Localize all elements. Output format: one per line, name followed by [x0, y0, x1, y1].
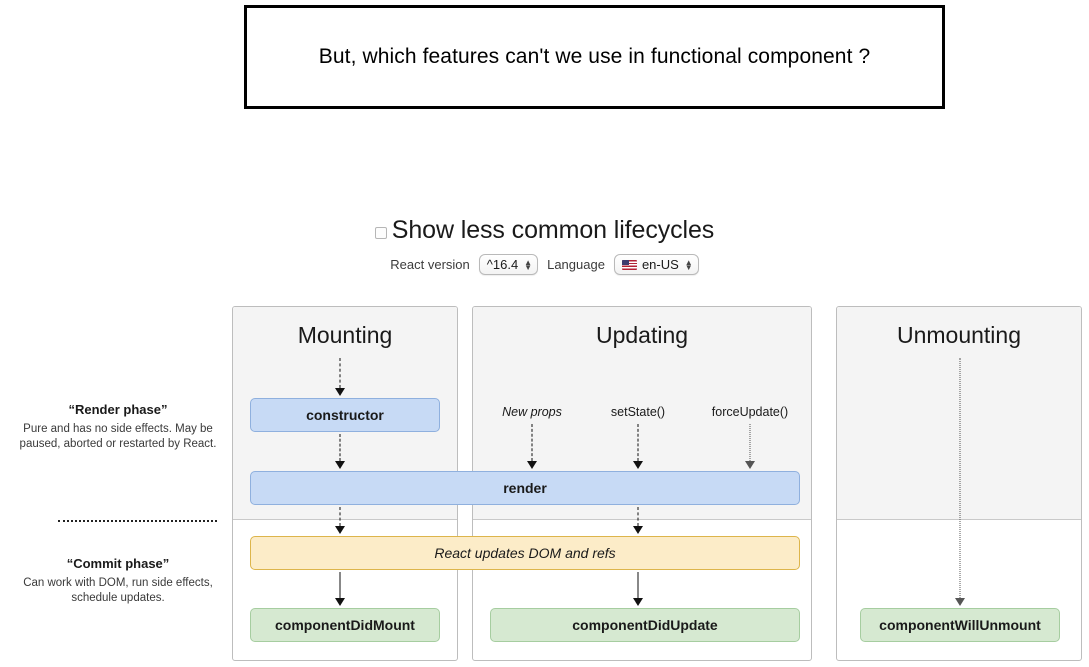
column-title-mounting: Mounting — [297, 322, 393, 348]
react-version-label: React version — [390, 257, 470, 272]
render-phase-description: Pure and has no side effects. May be pau… — [19, 423, 217, 450]
phase-divider — [58, 520, 217, 522]
column-title-updating: Updating — [595, 322, 689, 348]
show-less-common-checkbox[interactable] — [374, 226, 387, 239]
language-select[interactable]: en-US ▲▼ — [613, 254, 699, 275]
commit-phase-legend: “Commit phase” Can work with DOM, run si… — [18, 556, 218, 606]
stepper-icon: ▲▼ — [684, 257, 693, 272]
lifecycle-box-component-did-mount[interactable]: componentDidMount — [250, 608, 440, 642]
lifecycle-box-constructor[interactable]: constructor — [250, 398, 440, 432]
trigger-label-new-props: New props — [502, 405, 562, 419]
show-less-common-label: Show less common lifecycles — [391, 216, 715, 244]
select-row: React version ^16.4 ▲▼ Language en-US ▲▼ — [0, 254, 1089, 275]
lifecycle-box-react-updates-dom: React updates DOM and refs — [250, 536, 800, 570]
render-phase-legend: “Render phase” Pure and has no side effe… — [18, 402, 218, 452]
us-flag-icon — [621, 259, 637, 270]
diagram-controls: Show less common lifecycles React versio… — [0, 216, 1089, 275]
commit-phase-title: “Commit phase” — [66, 556, 170, 571]
react-version-value: ^16.4 — [486, 257, 519, 272]
question-text: But, which features can't we use in func… — [318, 45, 871, 68]
commit-phase-description: Can work with DOM, run side effects, sch… — [23, 577, 213, 604]
render-phase-title: “Render phase” — [68, 402, 168, 417]
trigger-label-force-update: forceUpdate() — [711, 405, 789, 419]
lifecycle-box-component-will-unmount[interactable]: componentWillUnmount — [860, 608, 1060, 642]
question-box: But, which features can't we use in func… — [244, 5, 945, 109]
unmounting-render-zone — [837, 307, 1081, 520]
show-less-common-row[interactable]: Show less common lifecycles — [0, 216, 1089, 245]
stepper-icon: ▲▼ — [524, 257, 533, 272]
lifecycle-box-component-did-update[interactable]: componentDidUpdate — [490, 608, 800, 642]
trigger-label-set-state: setState() — [610, 405, 666, 419]
lifecycle-box-render[interactable]: render — [250, 471, 800, 505]
column-title-unmounting: Unmounting — [896, 322, 1022, 348]
language-value: en-US — [641, 257, 679, 272]
language-label: Language — [547, 257, 605, 272]
react-version-select[interactable]: ^16.4 ▲▼ — [478, 254, 539, 275]
